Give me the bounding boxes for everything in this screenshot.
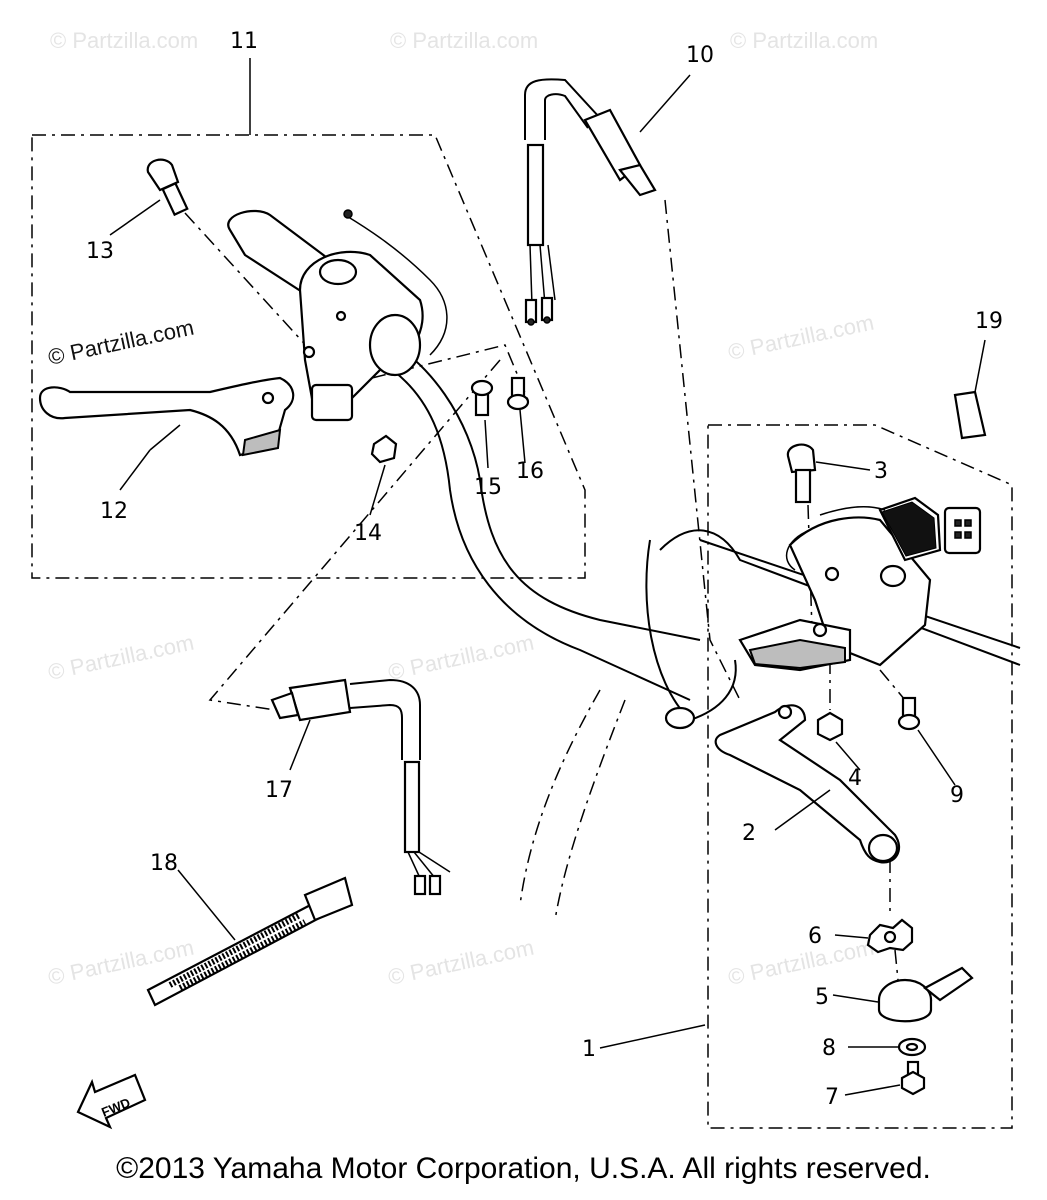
part-5-cover [832,966,974,1023]
right-lever-bracket [738,496,982,672]
part-7-bolt [844,1060,926,1096]
part-17-switch [270,678,451,896]
part-15-screw [470,379,494,469]
part-3-screw [786,443,871,504]
callout-numbers: 1 2 3 4 5 6 7 8 9 10 11 12 13 14 15 16 1… [86,29,1003,1110]
part-12-lever [38,376,295,491]
watermark: © Partzilla.com [730,28,878,53]
group-1-outline [707,424,1013,1129]
callout-1: 1 [582,1037,596,1062]
part-9-screw [897,696,956,786]
callout-5: 5 [815,985,829,1010]
callout-9: 9 [950,783,964,808]
callout-13: 13 [86,239,114,264]
part-19-label [953,339,987,440]
part-2-lever [714,704,901,864]
part-16-screw [506,376,530,464]
callout-2: 2 [742,821,756,846]
watermark: © Partzilla.com [46,630,196,685]
callout-15: 15 [474,475,502,500]
left-switch-housing [227,209,448,422]
callout-12: 12 [100,499,128,524]
part-6-washer [834,918,914,954]
callout-14: 14 [354,521,382,546]
callout-18: 18 [150,851,178,876]
watermark: © Partzilla.com [726,935,876,990]
callout-3: 3 [874,459,888,484]
callout-10: 10 [686,43,714,68]
fwd-arrow: FWD [76,1073,147,1130]
part-4-nut [816,711,861,771]
callout-4: 4 [848,766,862,791]
watermark: © Partzilla.com [386,935,536,990]
callout-8: 8 [822,1036,836,1061]
part-14-nut [369,434,398,516]
group-11-outline [31,134,586,579]
part-10-switch [524,74,691,326]
part-13-screw [109,158,189,236]
callout-16: 16 [516,459,544,484]
callout-17: 17 [265,778,293,803]
watermark: © Partzilla.com [726,310,876,365]
callout-6: 6 [808,924,822,949]
callout-19: 19 [975,309,1003,334]
watermark: © Partzilla.com [50,28,198,53]
watermark: © Partzilla.com [390,28,538,53]
callout-7: 7 [825,1085,839,1110]
copyright-notice: ©2013 Yamaha Motor Corporation, U.S.A. A… [116,1152,931,1185]
watermark-dark: © Partzilla.com [46,315,196,370]
callout-11: 11 [230,29,258,54]
part-18-cable-tie [146,869,354,1007]
watermark: © Partzilla.com [386,630,536,685]
handlebar [377,334,1021,730]
leader-1 [599,1024,706,1049]
part-8-washer [848,1037,927,1057]
